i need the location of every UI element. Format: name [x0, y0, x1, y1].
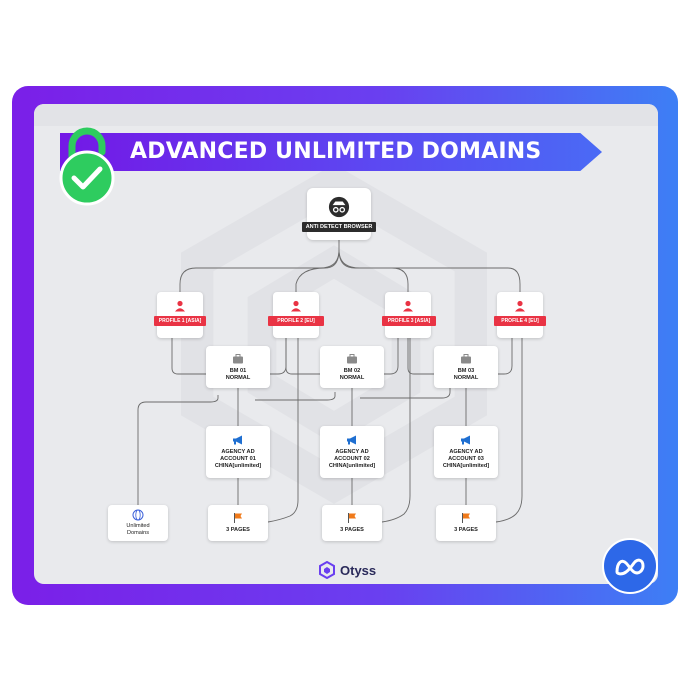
profile-badge: PROFILE 1 [ASIA]	[154, 316, 206, 326]
domains-line-2: Domains	[126, 530, 150, 536]
pages-label: 3 PAGES	[226, 527, 250, 533]
megaphone-icon	[347, 435, 356, 445]
pages-label: 3 PAGES	[340, 527, 364, 533]
bm-node: BM 01 NORMAL	[206, 346, 270, 388]
browser-label: ANTI DETECT BROWSER	[301, 222, 377, 232]
profile-badge: PROFILE 4 [EU]	[494, 316, 546, 326]
bm-node: BM 03 NORMAL	[434, 346, 498, 388]
pages-node: 3 PAGES	[208, 505, 268, 541]
agency-account-node: AGENCY AD ACCOUNT 03 CHINA[unlimited]	[434, 426, 498, 478]
agency-line-3: CHINA[unlimited]	[214, 462, 262, 469]
page-title: ADVANCED UNLIMITED DOMAINS	[130, 139, 542, 164]
briefcase-icon	[233, 353, 243, 364]
user-icon	[403, 300, 413, 312]
top-strip	[34, 104, 658, 126]
user-icon	[175, 300, 185, 312]
bm-title: BM 03	[457, 367, 475, 374]
otyss-logo-icon	[319, 561, 335, 579]
profile-node	[273, 292, 319, 338]
lock-check-icon	[59, 127, 115, 206]
bm-node: BM 02 NORMAL	[320, 346, 384, 388]
globe-icon	[132, 509, 144, 521]
pages-node: 3 PAGES	[436, 505, 496, 541]
anti-detect-browser-node: ANTI DETECT BROWSER	[301, 188, 377, 240]
spy-icon	[328, 196, 350, 218]
briefcase-icon	[347, 353, 357, 364]
user-icon	[515, 300, 525, 312]
bm-status: NORMAL	[225, 374, 251, 381]
agency-account-node: AGENCY AD ACCOUNT 01 CHINA[unlimited]	[206, 426, 270, 478]
brand-name: Otyss	[340, 562, 377, 578]
profile-node	[385, 292, 431, 338]
agency-line-1: AGENCY AD	[449, 449, 483, 456]
brand-logo: Otyss	[318, 561, 376, 579]
agency-line-1: AGENCY AD	[221, 449, 255, 456]
briefcase-icon	[461, 353, 471, 364]
agency-line-2: ACCOUNT 01	[220, 456, 256, 462]
agency-line-2: ACCOUNT 02	[334, 456, 370, 462]
bm-status: NORMAL	[453, 374, 479, 381]
bm-status: NORMAL	[339, 374, 365, 381]
flag-icon	[234, 513, 242, 523]
flag-icon	[348, 513, 356, 523]
agency-line-3: CHINA[unlimited]	[328, 462, 376, 469]
unlimited-domains-node: Unlimited Domains	[108, 505, 168, 541]
megaphone-icon	[461, 435, 470, 445]
profile-badge: PROFILE 2 [EU]	[268, 316, 324, 326]
agency-line-1: AGENCY AD	[335, 449, 369, 456]
agency-account-node: AGENCY AD ACCOUNT 02 CHINA[unlimited]	[320, 426, 384, 478]
agency-line-3: CHINA[unlimited]	[442, 462, 490, 469]
bm-title: BM 01	[229, 367, 247, 374]
meta-logo-icon	[615, 558, 645, 576]
pages-node: 3 PAGES	[322, 505, 382, 541]
title-banner	[60, 133, 602, 171]
bm-title: BM 02	[343, 367, 361, 374]
flag-icon	[462, 513, 470, 523]
megaphone-icon	[233, 435, 242, 445]
pages-label: 3 PAGES	[454, 527, 478, 533]
profile-node	[157, 292, 203, 338]
profile-node	[497, 292, 543, 338]
meta-badge	[602, 538, 658, 594]
profile-badge: PROFILE 3 [ASIA]	[382, 316, 436, 326]
agency-line-2: ACCOUNT 03	[448, 456, 484, 462]
user-icon	[291, 300, 301, 312]
domains-line-1: Unlimited	[126, 523, 150, 530]
